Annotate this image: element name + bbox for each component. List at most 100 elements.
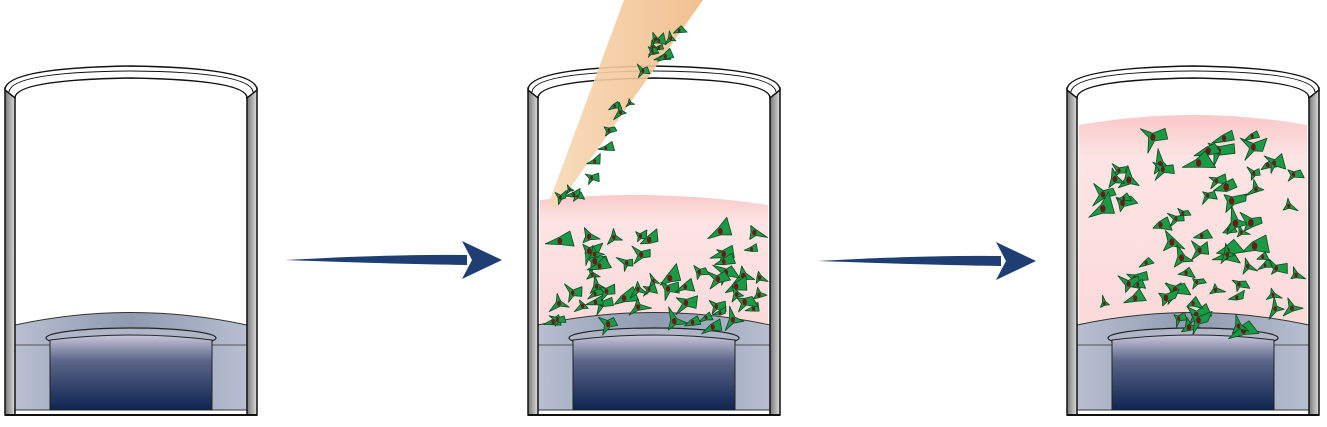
cell <box>598 283 616 302</box>
cell-body <box>1173 311 1188 328</box>
cell-nucleus <box>1254 186 1258 192</box>
cell <box>1290 266 1307 280</box>
cell-nucleus <box>657 46 661 50</box>
cell <box>1208 173 1228 190</box>
well-wall-left <box>1066 87 1078 416</box>
cell-body <box>647 46 660 58</box>
cell-nucleus <box>647 287 651 292</box>
cell-nucleus <box>1100 191 1106 198</box>
cell-body <box>1099 294 1110 308</box>
cell <box>1181 150 1217 168</box>
cell <box>573 299 589 312</box>
cell-nucleus <box>636 286 640 292</box>
cell <box>554 190 567 206</box>
cell-nucleus <box>557 300 561 307</box>
cell <box>613 101 627 121</box>
cell-nucleus <box>718 311 722 315</box>
cell-nucleus <box>592 251 597 257</box>
cell-nucleus <box>750 247 754 252</box>
cell <box>1213 178 1238 192</box>
cell-body <box>1209 283 1227 295</box>
cell-nucleus <box>1246 264 1250 269</box>
cell-body <box>1231 314 1250 334</box>
well-rim-inner <box>1070 70 1316 93</box>
cell-nucleus <box>715 276 721 283</box>
cell-nucleus <box>722 259 726 265</box>
cell-nucleus <box>1221 135 1227 142</box>
cell-nucleus <box>1150 133 1156 141</box>
cell-nucleus <box>1214 178 1218 183</box>
cell <box>659 263 682 286</box>
cell-nucleus <box>570 290 575 296</box>
cell <box>1177 266 1196 279</box>
cell <box>1092 183 1117 207</box>
cell-nucleus <box>1294 272 1298 278</box>
cell <box>1282 297 1304 317</box>
cell-body <box>564 188 581 198</box>
cell <box>1263 153 1287 174</box>
cell <box>1287 169 1305 182</box>
pipette <box>548 0 703 208</box>
cell <box>744 243 759 252</box>
scaffold <box>49 334 213 411</box>
cell-nucleus <box>1239 230 1243 235</box>
pipette-tip <box>548 0 703 208</box>
cell <box>675 278 696 293</box>
cell-nucleus <box>752 229 757 236</box>
cell-body <box>588 245 605 259</box>
cell-body <box>603 126 618 137</box>
cell <box>712 306 727 316</box>
cell <box>1139 128 1169 154</box>
cell <box>649 272 660 288</box>
cell <box>707 216 733 240</box>
cell <box>1236 223 1251 238</box>
cell <box>1231 279 1251 292</box>
cell <box>566 184 575 195</box>
cells <box>1088 128 1307 340</box>
cell-nucleus <box>586 233 592 240</box>
cell <box>652 32 667 45</box>
cell-body <box>1152 216 1173 231</box>
cell <box>749 225 768 240</box>
cell <box>724 275 748 294</box>
cell-nucleus <box>1117 168 1121 173</box>
cell-body <box>1088 191 1115 218</box>
cell-nucleus <box>1195 316 1201 324</box>
cell <box>1241 234 1270 254</box>
cell <box>1190 311 1213 336</box>
cell-nucleus <box>597 263 602 269</box>
cell <box>1257 257 1273 271</box>
cell-nucleus <box>757 292 761 298</box>
cell-nucleus <box>641 68 645 73</box>
cell-body <box>614 286 640 305</box>
cell-nucleus <box>638 251 644 258</box>
cell <box>1227 289 1245 301</box>
cell-body <box>1231 279 1251 292</box>
cell <box>1220 242 1236 264</box>
cell-nucleus <box>757 275 762 280</box>
cell-nucleus <box>1273 306 1278 312</box>
cell-nucleus <box>1228 197 1235 205</box>
cell <box>588 245 605 259</box>
cell <box>708 300 727 315</box>
cell-nucleus <box>604 146 608 150</box>
cell-nucleus <box>1112 176 1118 183</box>
cell-nucleus <box>665 285 671 292</box>
cell-body <box>1242 257 1259 275</box>
cell-nucleus <box>1272 160 1277 166</box>
cell <box>1246 166 1261 181</box>
cell <box>701 318 723 335</box>
cell-nucleus <box>1120 199 1125 207</box>
cell-body <box>712 306 727 316</box>
cell-body <box>1282 197 1299 212</box>
cell <box>1192 278 1207 290</box>
cell-nucleus <box>1197 247 1202 254</box>
cell-body <box>749 225 768 240</box>
cell-nucleus <box>1274 265 1279 271</box>
cell-nucleus <box>1252 171 1256 176</box>
cell-nucleus <box>1263 263 1267 268</box>
cell-nucleus <box>613 104 617 108</box>
cell-body <box>1269 258 1288 275</box>
cell-nucleus <box>1181 211 1185 216</box>
